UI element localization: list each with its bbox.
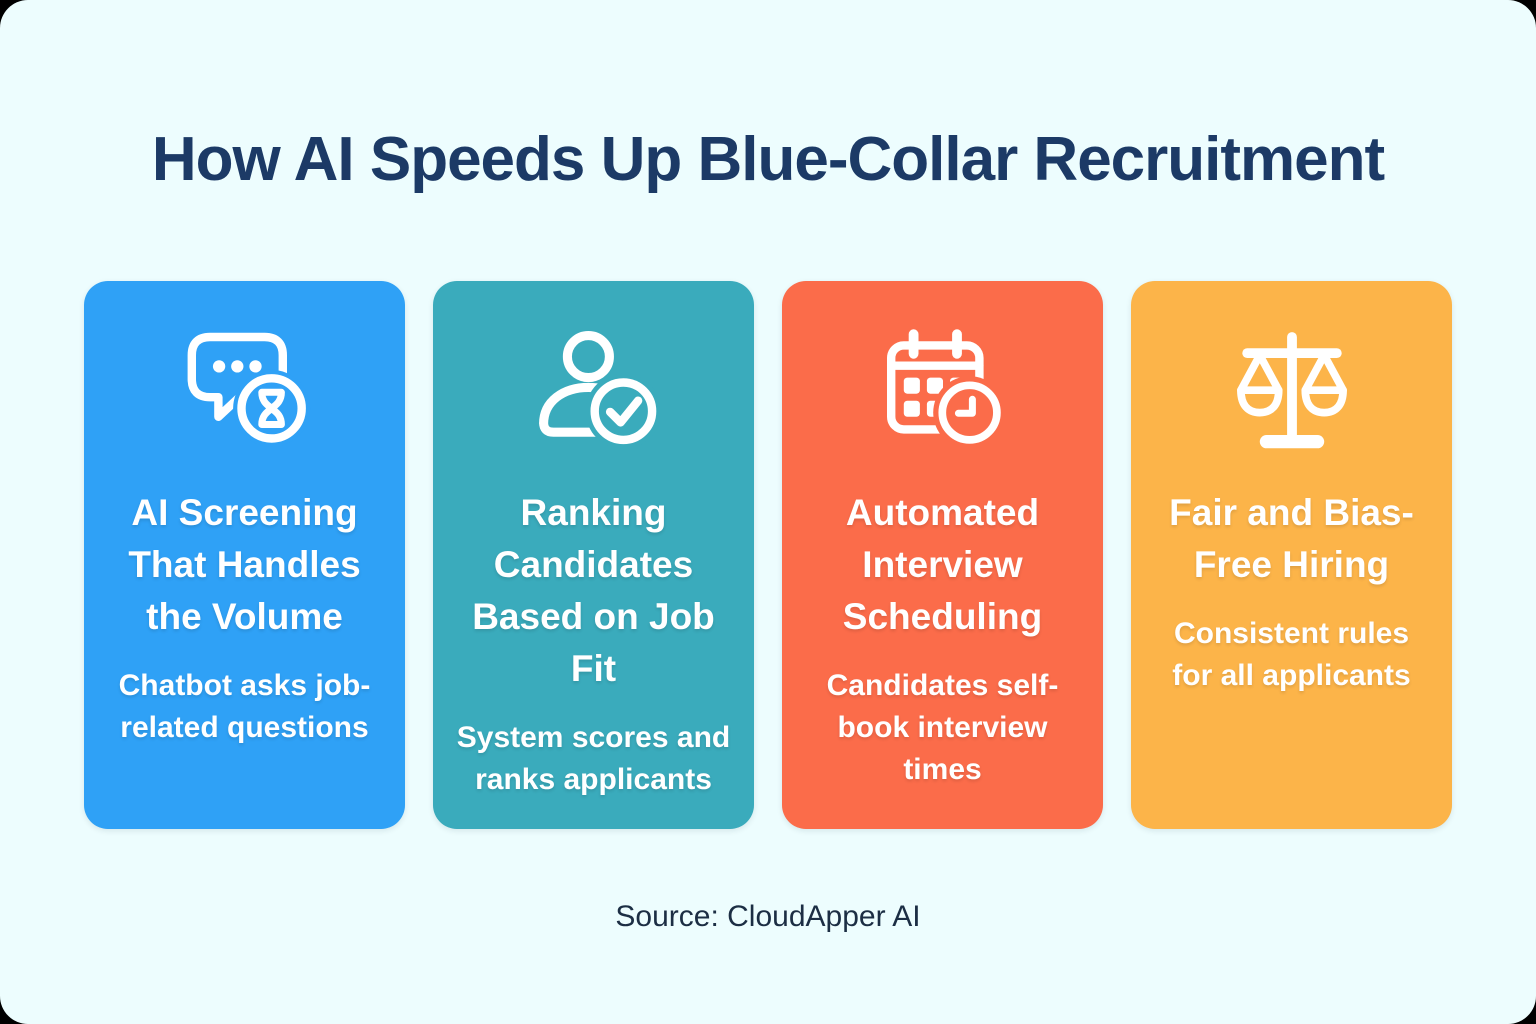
card-title: Ranking Candidates Based on Job Fit — [472, 492, 715, 689]
calendar-clock-icon — [873, 323, 1013, 463]
card-title: AI Screening That Handles the Volume — [128, 492, 361, 637]
person-check-icon — [524, 323, 664, 463]
card-subtitle: Candidates self-book interview times — [826, 669, 1059, 786]
cards-row: AI Screening That Handles the Volume Cha… — [84, 281, 1452, 829]
scales-icon — [1222, 323, 1362, 463]
card-fair-hiring: Fair and Bias-Free Hiring Consistent rul… — [1131, 281, 1452, 829]
page-title: How AI Speeds Up Blue-Collar Recruitment — [151, 125, 1385, 194]
card-title: Automated Interview Scheduling — [842, 492, 1043, 637]
card-ranking-candidates: Ranking Candidates Based on Job Fit Syst… — [433, 281, 754, 829]
card-title: Fair and Bias-Free Hiring — [1169, 492, 1414, 585]
chat-hourglass-icon — [175, 323, 315, 463]
card-ai-screening: AI Screening That Handles the Volume Cha… — [84, 281, 405, 829]
card-subtitle: Consistent rules for all applicants — [1172, 617, 1411, 692]
source-attribution: Source: CloudApper AI — [615, 900, 921, 933]
card-subtitle: Chatbot asks job-related questions — [118, 669, 371, 744]
card-interview-scheduling: Automated Interview Scheduling Candidate… — [782, 281, 1103, 829]
card-subtitle: System scores and ranks applicants — [456, 721, 731, 796]
